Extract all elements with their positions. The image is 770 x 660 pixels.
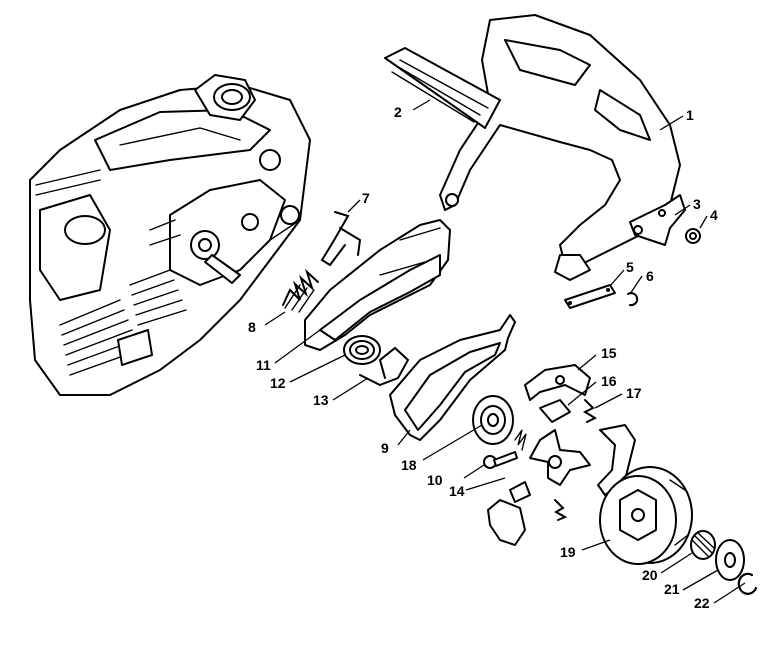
callout-17: 17 [626,385,642,401]
part-10-screw [483,429,527,469]
callout-5: 5 [626,259,634,275]
part-21-thrust-washer [715,539,745,581]
callout-16: 16 [601,373,617,389]
part-17-small-spring [582,399,598,423]
callout-22: 22 [694,595,710,611]
callout-1: 1 [686,107,694,123]
part-11-brake-cover [304,219,451,351]
part-2-grip-pad [384,47,501,129]
part-9-brake-band [389,314,516,441]
part-13-retaining-wire [359,346,410,387]
callout-14: 14 [449,483,465,499]
part-6-clip [627,292,639,307]
part-16-shoe-link [539,399,571,423]
callout-2: 2 [394,104,402,120]
callout-11: 11 [256,357,271,373]
cooling-grille [59,269,187,376]
part-22-e-clip [737,572,758,595]
callout-4: 4 [710,207,718,223]
callout-13: 13 [313,392,329,408]
part-15-clutch-shoe [524,364,591,401]
callout-19: 19 [560,544,576,560]
callout-labels: 1 2 3 4 5 6 7 8 9 10 11 12 13 14 15 16 1… [248,104,718,611]
callout-15: 15 [601,345,617,361]
callout-10: 10 [427,472,443,488]
part-8-coil-spring [282,268,319,313]
part-3-lever-plate [629,194,686,246]
leader-lines [264,99,746,604]
part-4-nut [685,228,701,244]
part-1-hand-guard [439,14,681,281]
callout-7: 7 [362,190,370,206]
part-19-clutch-drum [599,466,693,565]
callout-20: 20 [642,567,658,583]
part-20-needle-bearing [690,530,716,560]
callout-12: 12 [270,375,286,391]
callout-6: 6 [646,268,654,284]
callout-8: 8 [248,319,256,335]
part-12-drum-spring [343,335,381,365]
part-14-clutch-carrier [487,424,636,546]
callout-18: 18 [401,457,417,473]
part-7-wire-spring [320,211,362,267]
part-18-washer [472,395,514,445]
callout-3: 3 [693,196,701,212]
engine-housing [29,74,311,396]
part-5-link-bar [564,284,616,309]
callout-21: 21 [664,581,680,597]
callout-9: 9 [381,440,389,456]
